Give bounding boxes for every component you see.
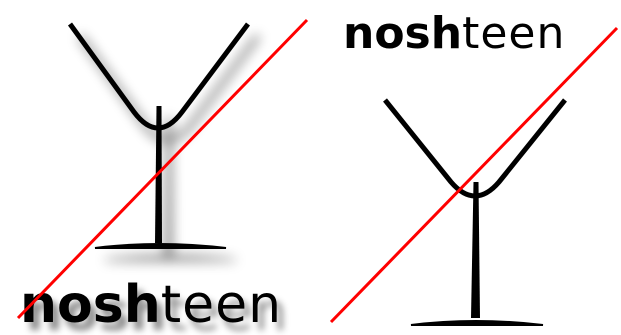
wordmark-bold: nosh — [343, 8, 463, 59]
wordmark-shadowed: noshteen — [20, 279, 282, 331]
martini-glass-icon — [383, 98, 567, 326]
wordmark-bold: nosh — [20, 275, 161, 335]
strike-line-left — [16, 18, 309, 320]
wordmark-light: teen — [462, 8, 566, 59]
wordmark-light: teen — [160, 275, 283, 335]
wordmark-flat: noshteen — [343, 12, 565, 56]
strike-line-right — [329, 26, 619, 324]
